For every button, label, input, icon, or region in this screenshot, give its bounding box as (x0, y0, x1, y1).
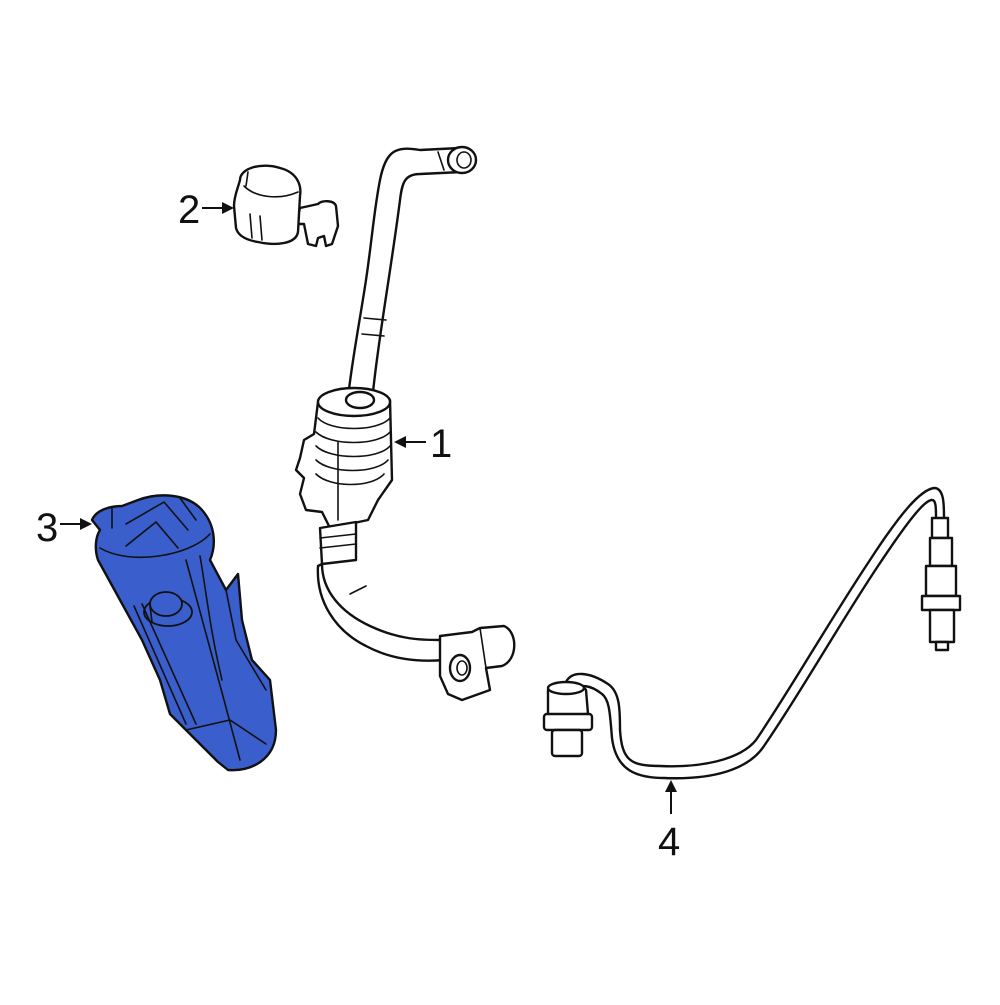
callout-arrow-4 (665, 780, 677, 814)
callout-label-4[interactable]: 4 (658, 820, 681, 864)
callout-arrow-3 (60, 518, 92, 530)
callout-label-1[interactable]: 1 (430, 422, 453, 466)
callout-arrow-1 (394, 436, 426, 448)
callout-arrow-2 (202, 202, 234, 214)
part-4-oxygen-sensor[interactable] (542, 486, 962, 780)
callout-label-2[interactable]: 2 (178, 188, 201, 232)
part-3-body (90, 494, 278, 772)
callout-label-3[interactable]: 3 (36, 506, 59, 550)
part-1-sensor-harness[interactable] (294, 145, 516, 702)
part-3-highlighted-housing[interactable] (90, 494, 278, 772)
part-2-connector-cap[interactable] (232, 164, 340, 248)
